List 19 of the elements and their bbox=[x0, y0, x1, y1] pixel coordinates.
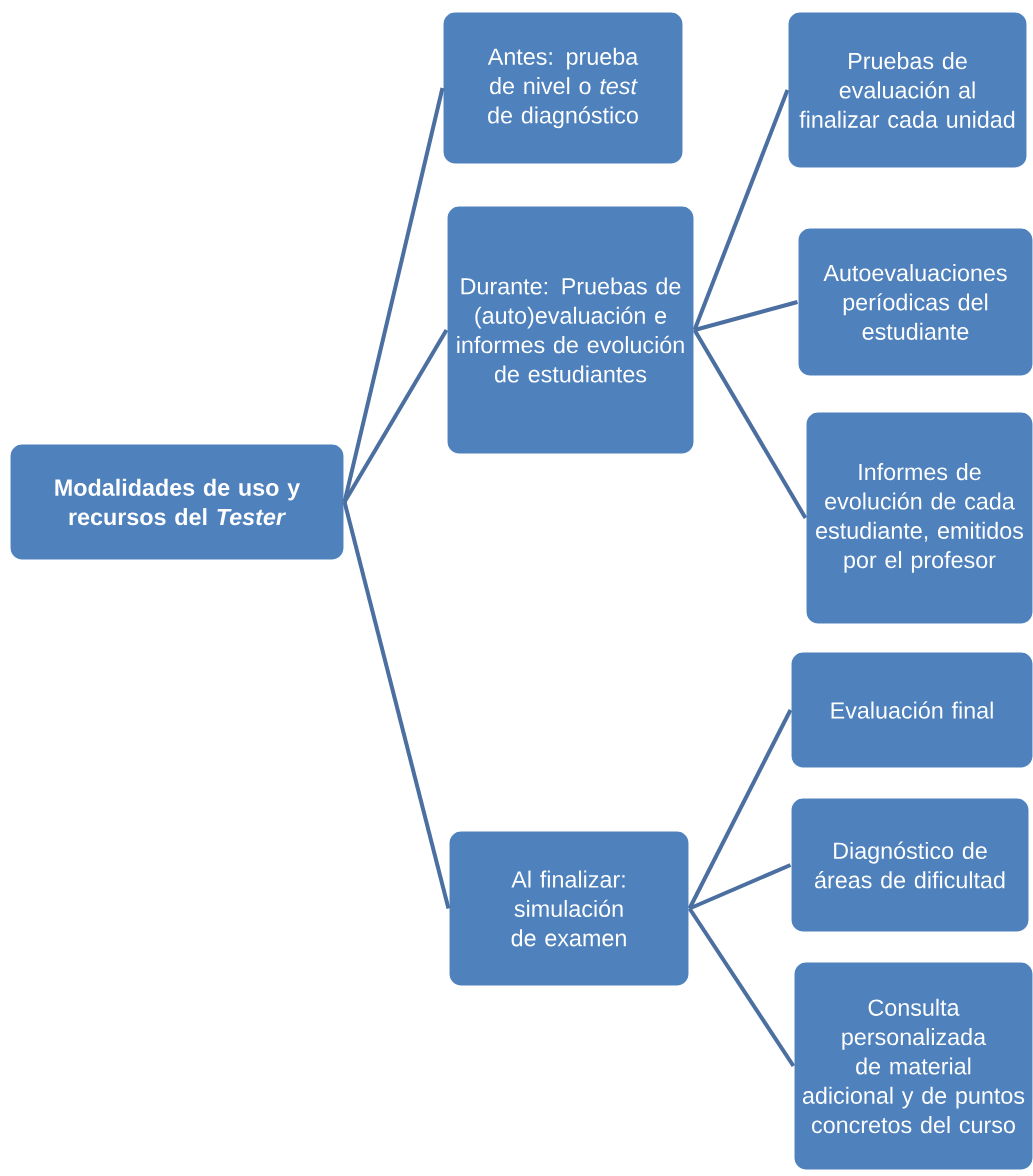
connector-line bbox=[342, 501, 451, 909]
connector-line bbox=[692, 328, 808, 519]
topic-box: Diagnóstico de áreas de dificultad bbox=[790, 797, 1030, 933]
connector-line bbox=[342, 328, 449, 503]
topic-box: Antes: prueba de nivel o test de diagnóstico bbox=[442, 11, 684, 165]
connector-line bbox=[342, 87, 445, 503]
topic-box: Informes de evolución de cada estudiante, emitidos por el profesor bbox=[805, 411, 1033, 625]
topic-box: Pruebas de evaluación al finalizar cada unidad bbox=[787, 11, 1028, 169]
connector-line bbox=[694, 300, 798, 332]
connector-line bbox=[692, 89, 790, 331]
topic-box: Modalidades de uso y recursos del Tester bbox=[9, 443, 345, 561]
connector-line bbox=[687, 907, 796, 1068]
connector-line bbox=[687, 709, 793, 910]
connector-line bbox=[688, 863, 792, 911]
topic-box: Consulta personalizada de material adicional y de puntos concretos del curso bbox=[793, 961, 1033, 1171]
topic-box: Evaluación final bbox=[790, 651, 1033, 769]
topic-box: Autoevaluaciones períodicas del estudiante bbox=[797, 227, 1033, 377]
topic-box: Durante: Pruebas de (auto)evaluación e informes de evolución de estudiantes bbox=[446, 205, 695, 455]
topic-box: Al finalizar: simulación de examen bbox=[448, 830, 690, 987]
